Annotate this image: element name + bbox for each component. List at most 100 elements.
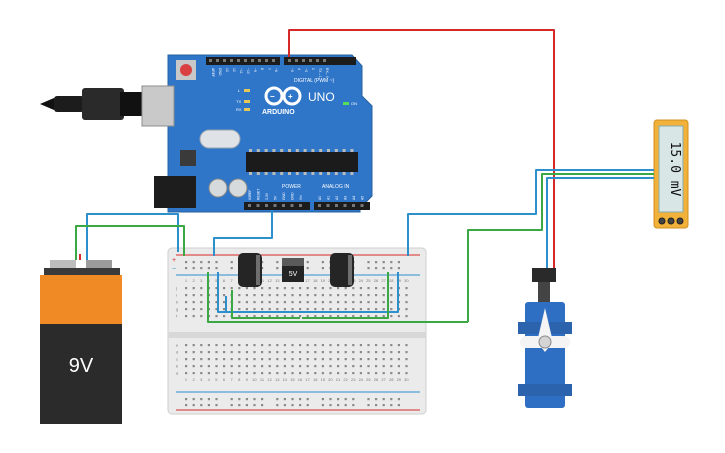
- battery-terminal-negative[interactable]: [50, 260, 76, 270]
- breadboard-hole[interactable]: [367, 398, 370, 401]
- breadboard-hole[interactable]: [306, 404, 309, 407]
- breadboard-hole[interactable]: [192, 261, 195, 264]
- breadboard-hole[interactable]: [261, 301, 264, 304]
- breadboard-hole[interactable]: [329, 404, 332, 407]
- breadboard-hole[interactable]: [359, 351, 362, 354]
- breadboard-hole[interactable]: [299, 398, 302, 401]
- wire-blue-battery-to-rail[interactable]: [86, 213, 179, 260]
- breadboard-hole[interactable]: [238, 315, 241, 318]
- breadboard-hole[interactable]: [207, 404, 210, 407]
- breadboard-hole[interactable]: [230, 372, 233, 375]
- breadboard-hole[interactable]: [382, 358, 385, 361]
- digital-pin-hole[interactable]: [216, 59, 219, 62]
- breadboard-hole[interactable]: [375, 287, 378, 290]
- breadboard-hole[interactable]: [207, 365, 210, 368]
- breadboard-hole[interactable]: [337, 372, 340, 375]
- breadboard-hole[interactable]: [261, 365, 264, 368]
- breadboard-hole[interactable]: [329, 287, 332, 290]
- breadboard-hole[interactable]: [223, 287, 226, 290]
- breadboard-hole[interactable]: [291, 398, 294, 401]
- breadboard-hole[interactable]: [314, 344, 317, 347]
- breadboard-hole[interactable]: [314, 365, 317, 368]
- wire-blue-board-to-multimeter[interactable]: [407, 169, 654, 256]
- breadboard-hole[interactable]: [276, 294, 279, 297]
- breadboard-hole[interactable]: [390, 344, 393, 347]
- breadboard-hole[interactable]: [291, 372, 294, 375]
- digital-pin-hole[interactable]: [265, 59, 268, 62]
- breadboard-hole[interactable]: [230, 261, 233, 264]
- breadboard-hole[interactable]: [238, 398, 241, 401]
- breadboard-hole[interactable]: [390, 294, 393, 297]
- breadboard-hole[interactable]: [382, 308, 385, 311]
- breadboard-hole[interactable]: [245, 365, 248, 368]
- breadboard-hole[interactable]: [375, 344, 378, 347]
- breadboard-hole[interactable]: [337, 344, 340, 347]
- breadboard-hole[interactable]: [321, 398, 324, 401]
- multimeter-probe-v[interactable]: [667, 217, 675, 225]
- breadboard-hole[interactable]: [382, 365, 385, 368]
- analog-pin-hole[interactable]: [343, 204, 347, 207]
- breadboard-hole[interactable]: [321, 351, 324, 354]
- breadboard-hole[interactable]: [185, 344, 188, 347]
- breadboard-hole[interactable]: [268, 365, 271, 368]
- breadboard-hole[interactable]: [314, 287, 317, 290]
- breadboard-hole[interactable]: [359, 287, 362, 290]
- breadboard-hole[interactable]: [200, 351, 203, 354]
- breadboard-hole[interactable]: [352, 301, 355, 304]
- breadboard-hole[interactable]: [329, 398, 332, 401]
- breadboard-hole[interactable]: [390, 261, 393, 264]
- breadboard-hole[interactable]: [192, 287, 195, 290]
- breadboard-hole[interactable]: [276, 365, 279, 368]
- breadboard-hole[interactable]: [344, 287, 347, 290]
- breadboard-hole[interactable]: [359, 308, 362, 311]
- breadboard-hole[interactable]: [382, 404, 385, 407]
- breadboard-hole[interactable]: [200, 358, 203, 361]
- breadboard-hole[interactable]: [276, 358, 279, 361]
- breadboard[interactable]: + − 112233445566778899101011111212131314…: [167, 247, 427, 415]
- breadboard-hole[interactable]: [253, 315, 256, 318]
- breadboard-hole[interactable]: [382, 267, 385, 270]
- breadboard-hole[interactable]: [238, 344, 241, 347]
- breadboard-hole[interactable]: [283, 351, 286, 354]
- breadboard-hole[interactable]: [405, 344, 408, 347]
- breadboard-hole[interactable]: [253, 287, 256, 290]
- breadboard-hole[interactable]: [382, 301, 385, 304]
- breadboard-hole[interactable]: [207, 351, 210, 354]
- breadboard-hole[interactable]: [337, 294, 340, 297]
- breadboard-hole[interactable]: [299, 294, 302, 297]
- breadboard-hole[interactable]: [306, 261, 309, 264]
- breadboard-hole[interactable]: [405, 308, 408, 311]
- breadboard-hole[interactable]: [390, 365, 393, 368]
- breadboard-hole[interactable]: [185, 267, 188, 270]
- wire-blue-arduino-to-board[interactable]: [213, 210, 273, 256]
- analog-pin-hole[interactable]: [335, 204, 338, 207]
- breadboard-hole[interactable]: [268, 301, 271, 304]
- breadboard-hole[interactable]: [223, 365, 226, 368]
- breadboard-hole[interactable]: [261, 372, 264, 375]
- breadboard-hole[interactable]: [375, 365, 378, 368]
- breadboard-hole[interactable]: [344, 315, 347, 318]
- multimeter-probe-com[interactable]: [658, 217, 666, 225]
- breadboard-hole[interactable]: [321, 267, 324, 270]
- breadboard-hole[interactable]: [223, 344, 226, 347]
- breadboard-hole[interactable]: [238, 358, 241, 361]
- breadboard-hole[interactable]: [390, 287, 393, 290]
- breadboard-hole[interactable]: [215, 344, 218, 347]
- breadboard-hole[interactable]: [200, 294, 203, 297]
- breadboard-hole[interactable]: [215, 294, 218, 297]
- breadboard-hole[interactable]: [321, 358, 324, 361]
- wire-green-battery-to-rail[interactable]: [75, 225, 185, 260]
- multimeter[interactable]: 15.0 mV: [653, 119, 689, 229]
- breadboard-hole[interactable]: [283, 404, 286, 407]
- wire-blue-servo-to-multimeter[interactable]: [546, 177, 654, 268]
- breadboard-hole[interactable]: [238, 365, 241, 368]
- breadboard-hole[interactable]: [283, 372, 286, 375]
- breadboard-hole[interactable]: [223, 301, 226, 304]
- breadboard-hole[interactable]: [352, 287, 355, 290]
- breadboard-hole[interactable]: [291, 351, 294, 354]
- breadboard-hole[interactable]: [367, 351, 370, 354]
- breadboard-hole[interactable]: [291, 287, 294, 290]
- breadboard-hole[interactable]: [397, 404, 400, 407]
- breadboard-hole[interactable]: [185, 398, 188, 401]
- breadboard-hole[interactable]: [238, 404, 241, 407]
